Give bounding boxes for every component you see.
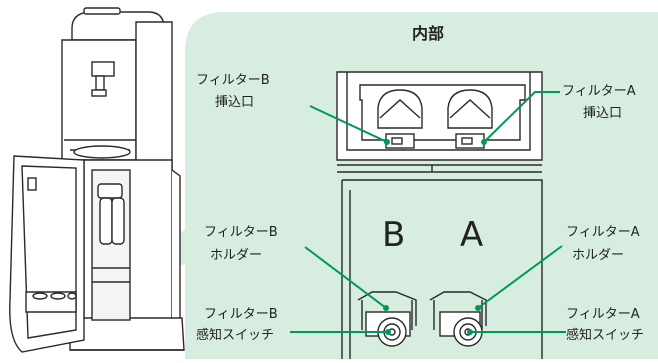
filter-a-switch-label-2: 感知スイッチ xyxy=(566,327,644,343)
filter-b-holder-label-1: フィルターB xyxy=(204,225,278,240)
filter-b-inlet xyxy=(377,89,423,149)
slot-letter-a: A xyxy=(460,215,483,255)
filter-b-holder-label-2: ホルダー xyxy=(210,248,262,263)
filter-a-switch-label-1: フィルターA xyxy=(566,307,640,322)
filter-b-switch-label-2: 感知スイッチ xyxy=(196,327,274,343)
filter-a-holder-label-2: ホルダー xyxy=(572,248,624,263)
filter-b-inlet-label-2: 挿込口 xyxy=(215,95,254,110)
water-dispenser xyxy=(9,7,185,353)
panel-title: 内部 xyxy=(412,24,444,43)
leader-lines xyxy=(290,91,566,335)
filter-a-inlet xyxy=(447,89,493,149)
filter-a-inlet-label-1: フィルターA xyxy=(562,84,636,99)
filter-b-inlet-label-1: フィルターB xyxy=(196,73,270,88)
slot-letter-b: B xyxy=(382,215,405,255)
filter-a-inlet-label-2: 挿込口 xyxy=(583,106,622,121)
filter-a-holder-label-1: フィルターA xyxy=(566,225,640,240)
filter-b-switch-label-1: フィルターB xyxy=(204,307,278,322)
